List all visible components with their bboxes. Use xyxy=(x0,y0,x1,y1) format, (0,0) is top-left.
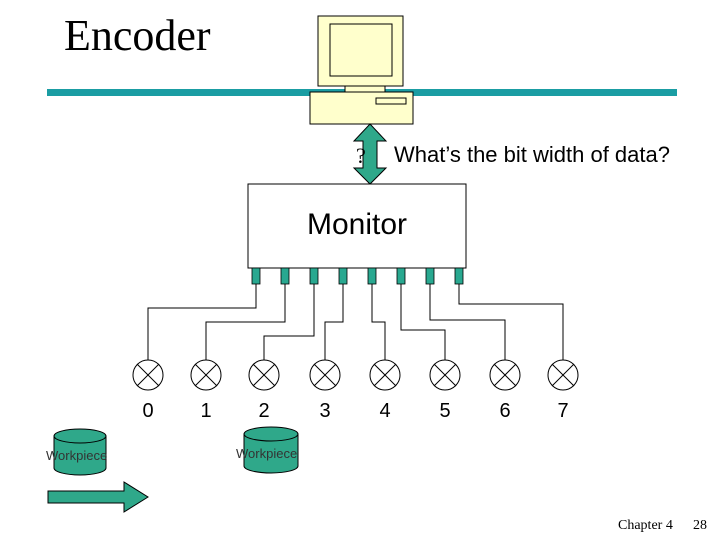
sensor-5 xyxy=(429,359,461,391)
monitor-box xyxy=(247,183,467,269)
sensor-1 xyxy=(190,359,222,391)
sensor-2 xyxy=(248,359,280,391)
sensor-label-6: 6 xyxy=(499,400,511,422)
footer-chapter: Chapter 4 xyxy=(618,518,673,533)
sensor-3 xyxy=(309,359,341,391)
sensor-7 xyxy=(547,359,579,391)
sensor-label-2: 2 xyxy=(258,400,270,422)
sensor-label-5: 5 xyxy=(439,400,451,422)
workpiece-right xyxy=(243,426,299,474)
sensor-0 xyxy=(132,359,164,391)
slide-title: Encoder xyxy=(64,11,211,60)
sensor-label-3: 3 xyxy=(319,400,331,422)
sensor-label-7: 7 xyxy=(557,400,569,422)
workpiece-label-left: Workpiece xyxy=(46,448,108,463)
workpiece-label-right: Workpiece xyxy=(236,446,298,461)
connector-pins xyxy=(251,267,464,285)
question-mark: ? xyxy=(356,143,366,168)
sensor-label-1: 1 xyxy=(200,400,212,422)
sensor-label-4: 4 xyxy=(379,400,391,422)
sensor-6 xyxy=(489,359,521,391)
sensor-label-0: 0 xyxy=(142,400,154,422)
footer-page-number: 28 xyxy=(693,518,707,533)
sensor-4 xyxy=(369,359,401,391)
question-text: What’s the bit width of data? xyxy=(394,142,670,167)
sensor-wires xyxy=(147,284,564,360)
direction-arrow xyxy=(47,481,149,513)
monitor-label: Monitor xyxy=(306,208,408,241)
sensor-circles xyxy=(132,359,579,391)
workpiece-left xyxy=(53,428,107,476)
computer-icon xyxy=(309,15,414,125)
